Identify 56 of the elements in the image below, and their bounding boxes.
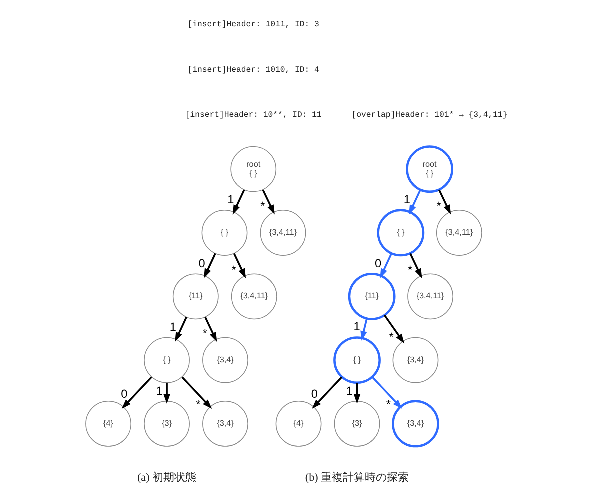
- arrow: [408, 190, 421, 215]
- node-circle: { }: [376, 209, 424, 257]
- node-circle: {3,4}: [202, 401, 248, 447]
- arrow: [204, 317, 217, 342]
- edge-label: 1: [346, 384, 352, 398]
- edge-label: *: [196, 397, 200, 412]
- label: (b) 重複計算時の探索: [304, 472, 409, 484]
- arrow: [232, 253, 246, 278]
- edge-label: 1: [353, 319, 360, 334]
- arrow: [383, 314, 404, 344]
- arrow: [181, 376, 212, 410]
- node-circle: root { }: [406, 146, 453, 194]
- edge-label: 1: [169, 320, 176, 334]
- node-circle: {4}: [85, 401, 131, 447]
- node-circle: {3}: [144, 401, 190, 447]
- arrow: [163, 383, 170, 404]
- node-circle: {3,4,11}: [230, 274, 277, 320]
- arrow: [174, 317, 187, 342]
- arrow: [409, 253, 422, 278]
- edge-label: 0: [198, 256, 205, 270]
- node-circle: {3,4}: [392, 337, 438, 384]
- node-circle: {3,4,11}: [407, 274, 453, 320]
- label: [insert]Header: 1011, ID: 3: [187, 20, 319, 30]
- arrow: [262, 190, 274, 215]
- arrow: [353, 383, 360, 404]
- arrow: [360, 318, 368, 341]
- node-circle: { }: [144, 337, 190, 384]
- arrow: [121, 376, 152, 410]
- edge-label: 1: [156, 384, 162, 398]
- edge-label: *: [386, 397, 391, 412]
- arrow: [203, 253, 216, 278]
- label: [insert]Header: 1010, ID: 4: [187, 66, 319, 75]
- node-circle: {3,4,11}: [260, 210, 306, 256]
- edge-label: 0: [310, 386, 318, 401]
- node-circle: root { }: [230, 146, 276, 192]
- node-circle: {3,4}: [202, 337, 248, 384]
- edge-label: 1: [403, 192, 410, 207]
- edge-label: 0: [120, 386, 128, 401]
- edge-label: 0: [374, 256, 382, 270]
- node-circle: {3,4,11}: [436, 210, 482, 256]
- node-circle: {11}: [172, 274, 218, 320]
- label: [insert]Header: 10**, ID: 11: [184, 111, 322, 120]
- node-circle: { }: [201, 210, 248, 256]
- label: (a) 初期状態: [136, 472, 196, 484]
- arrow: [371, 376, 402, 410]
- node-circle: {11}: [348, 272, 396, 320]
- arrow: [232, 190, 245, 215]
- node-circle: {4}: [275, 401, 322, 447]
- edge-label: *: [388, 330, 394, 344]
- label: [overlap]Header: 101* → {3,4,11}: [351, 111, 508, 120]
- arrow: [438, 190, 451, 215]
- edge-label: 1: [227, 192, 234, 207]
- arrow: [380, 253, 392, 278]
- arrow: [312, 376, 342, 410]
- node-circle: {3}: [334, 401, 380, 447]
- node-circle: { }: [333, 336, 380, 384]
